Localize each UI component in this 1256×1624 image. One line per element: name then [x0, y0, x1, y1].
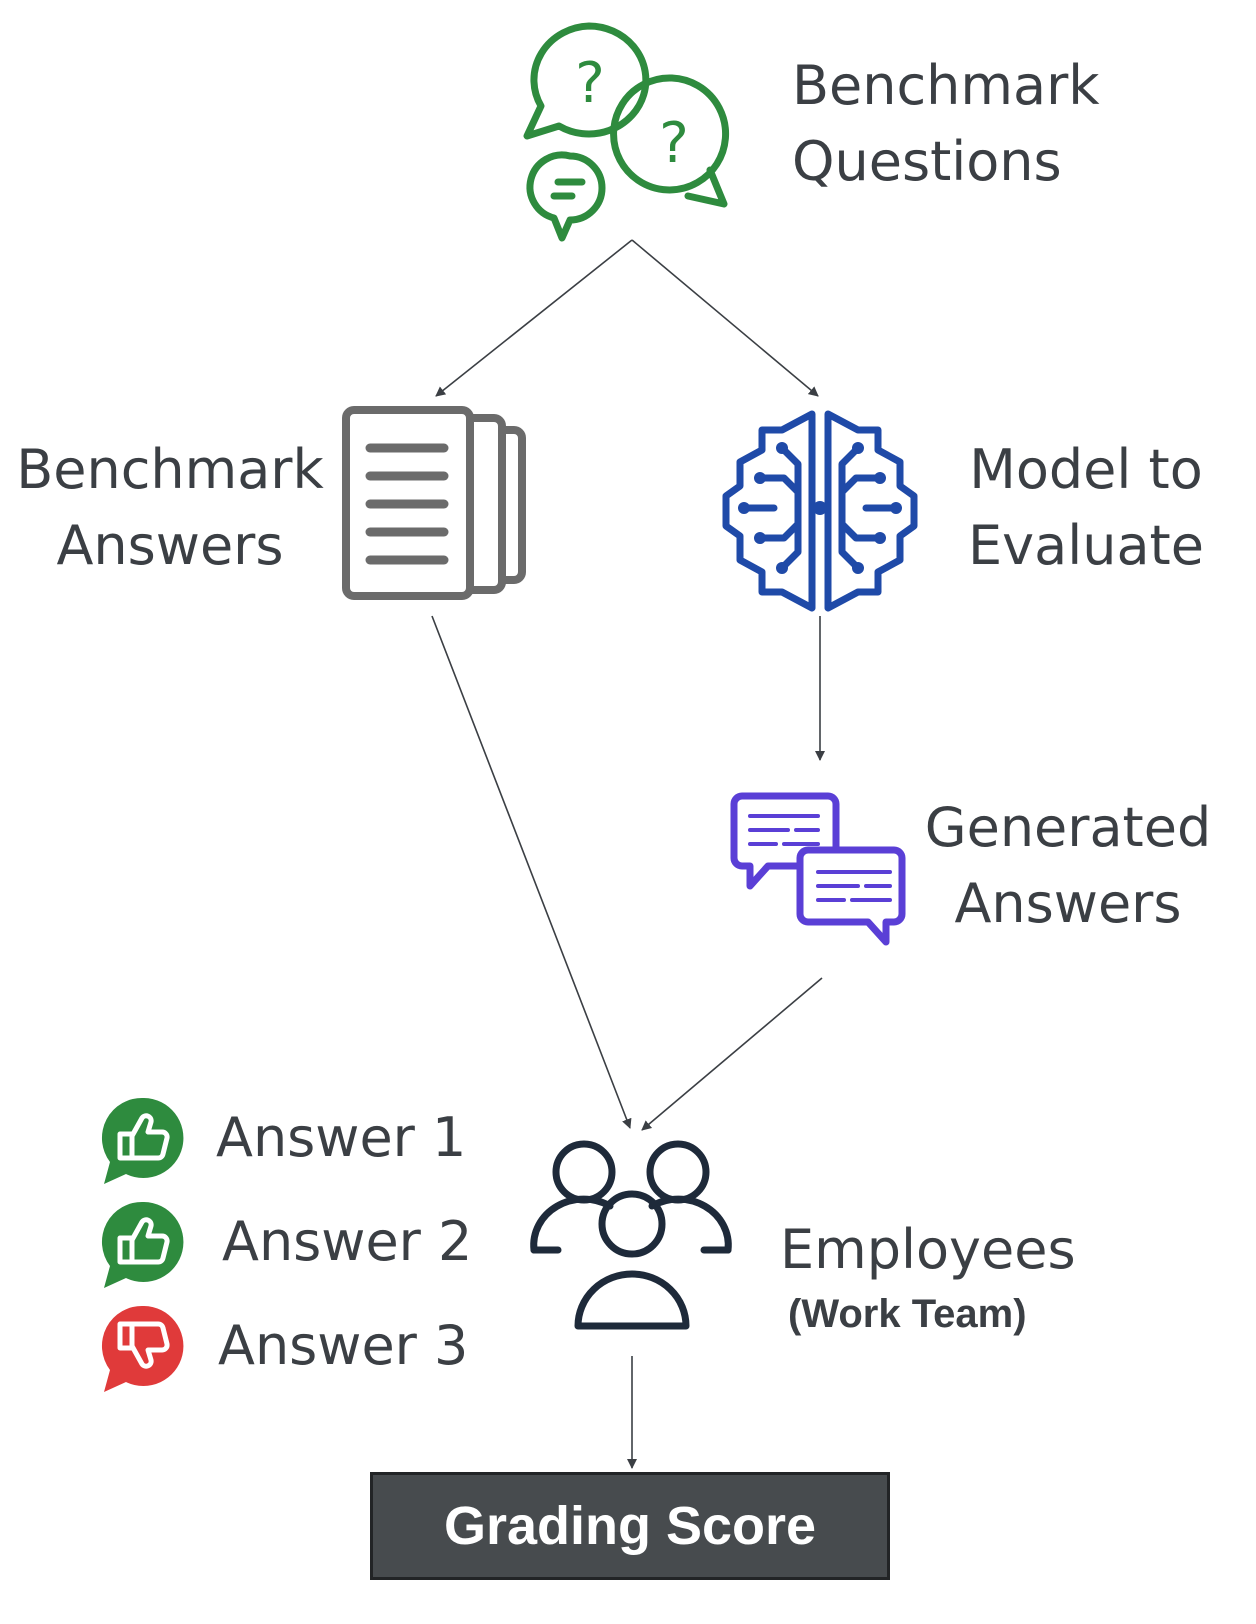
generated-answers-line2: Answers — [954, 872, 1182, 935]
grading-score-box: Grading Score — [370, 1472, 890, 1580]
generated-answers-label: Generated Answers — [918, 790, 1218, 942]
answer-1-label: Answer 1 — [216, 1106, 467, 1169]
generated-answers-line1: Generated — [924, 796, 1212, 859]
chat-bubbles-icon — [730, 792, 906, 946]
arrow-questions-to-answers — [435, 239, 633, 397]
model-to-evaluate-line2: Evaluate — [968, 514, 1204, 577]
answer-3-label: Answer 3 — [218, 1314, 469, 1377]
question-bubbles-icon: ? ? — [523, 22, 730, 242]
arrow-questions-to-model — [631, 239, 819, 397]
arrow-answers-to-employees — [431, 615, 632, 1129]
benchmark-answers-line2: Answers — [56, 514, 284, 577]
benchmark-answers-line1: Benchmark — [16, 438, 324, 501]
grading-score-label: Grading Score — [443, 1496, 817, 1556]
benchmark-answers-label: Benchmark Answers — [14, 432, 326, 584]
thumbs-down-icon — [101, 1305, 184, 1392]
brain-circuit-icon — [722, 410, 918, 612]
document-stack-icon — [342, 406, 526, 600]
svg-text:?: ? — [575, 51, 605, 116]
people-group-icon — [530, 1140, 732, 1330]
model-to-evaluate-label: Model to Evaluate — [946, 432, 1226, 584]
model-to-evaluate-line1: Model to — [969, 438, 1203, 501]
benchmark-questions-label: Benchmark Questions — [792, 48, 1100, 200]
employees-title: Employees — [780, 1218, 1076, 1281]
thumbs-up-icon — [101, 1097, 184, 1184]
svg-text:?: ? — [659, 111, 689, 176]
answer-2-label: Answer 2 — [222, 1210, 473, 1273]
arrow-generated-to-employees — [641, 977, 823, 1131]
benchmark-questions-line1: Benchmark — [792, 54, 1100, 117]
work-team-subtitle: (Work Team) — [788, 1292, 1027, 1336]
thumbs-up-icon — [101, 1201, 184, 1288]
employees-label: Employees — [780, 1212, 1076, 1288]
benchmark-questions-line2: Questions — [792, 130, 1062, 193]
